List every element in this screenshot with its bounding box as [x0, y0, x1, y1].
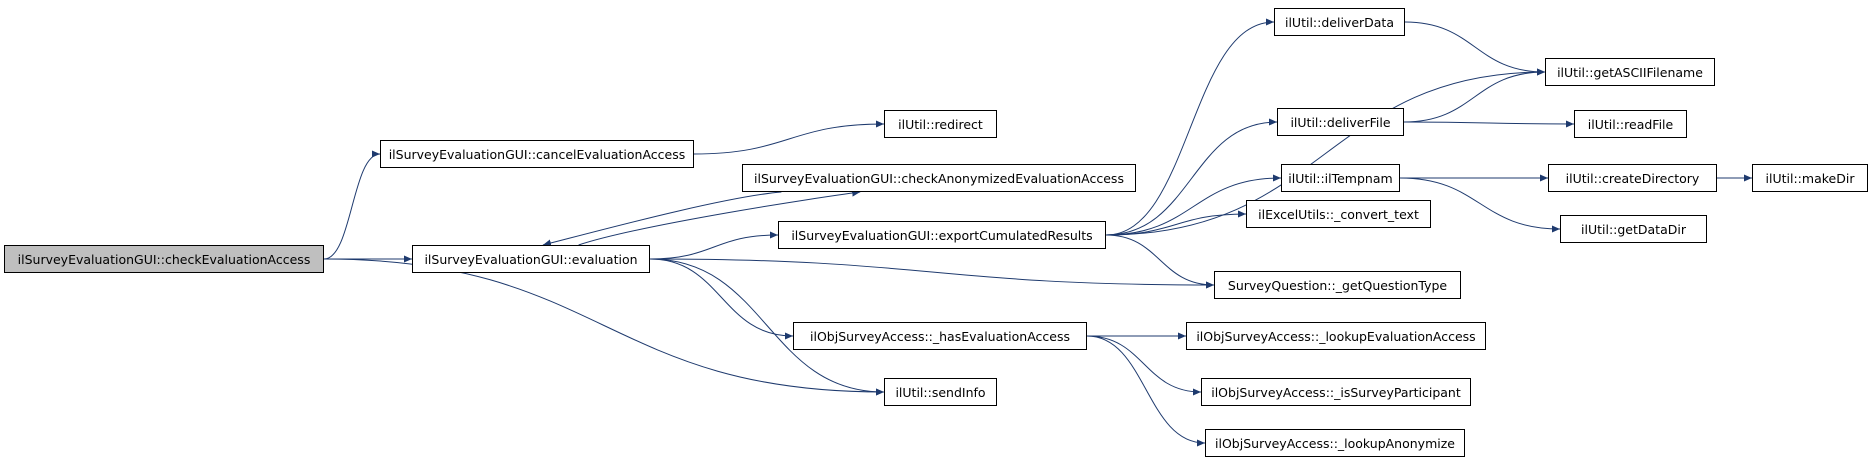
- edge-n6-n9: [1105, 18, 1275, 236]
- node-label: ilExcelUtils::_convert_text: [1258, 206, 1419, 222]
- node-label: ilUtil::makeDir: [1765, 170, 1855, 186]
- edge-n7-n20: [1086, 335, 1206, 447]
- edge-n6-n8: [1105, 234, 1215, 289]
- node-ilutil-sendinfo[interactable]: ilUtil::sendInfo: [884, 378, 997, 406]
- edge-n2-n5: [578, 189, 861, 246]
- node-ilobjsurveyaccess-lookupevaluationaccess[interactable]: ilObjSurveyAccess::_lookupEvaluationAcce…: [1186, 322, 1486, 350]
- node-ilexcelutils-convert-text[interactable]: ilExcelUtils::_convert_text: [1246, 200, 1431, 228]
- edge-n5-n2: [542, 191, 782, 247]
- edge-n6-n13: [1105, 174, 1282, 236]
- node-ilutil-readfile[interactable]: ilUtil::readFile: [1574, 110, 1687, 138]
- edge-n13-n16: [1399, 177, 1561, 233]
- node-label: ilUtil::getASCIIFilename: [1557, 64, 1703, 80]
- node-label: ilSurveyEvaluationGUI::cancelEvaluationA…: [388, 146, 686, 162]
- edge-n7-n19: [1086, 335, 1202, 396]
- edge-n0-n1: [323, 150, 381, 260]
- node-ilutil-getasciifilename[interactable]: ilUtil::getASCIIFilename: [1545, 58, 1715, 86]
- edge-n11-n10: [1403, 68, 1546, 123]
- node-label: ilObjSurveyAccess::_lookupAnonymize: [1215, 435, 1455, 451]
- node-ilsurveyevaluationgui-cancelevaluationaccess[interactable]: ilSurveyEvaluationGUI::cancelEvaluationA…: [380, 140, 694, 168]
- edge-n2-n6: [649, 231, 779, 260]
- edge-n6-n10: [1105, 68, 1546, 236]
- node-label: ilSurveyEvaluationGUI::exportCumulatedRe…: [791, 227, 1093, 243]
- node-ilutil-iltempnam[interactable]: ilUtil::ilTempnam: [1281, 164, 1400, 192]
- node-label: ilUtil::ilTempnam: [1288, 170, 1393, 186]
- node-ilutil-getdatadir[interactable]: ilUtil::getDataDir: [1560, 215, 1707, 243]
- edge-n2-n3: [649, 258, 885, 396]
- node-ilutil-redirect[interactable]: ilUtil::redirect: [884, 110, 997, 138]
- node-label: ilUtil::deliverFile: [1290, 114, 1391, 130]
- node-label: ilUtil::deliverData: [1284, 14, 1394, 30]
- node-ilsurveyevaluationgui-evaluation[interactable]: ilSurveyEvaluationGUI::evaluation: [412, 245, 650, 273]
- node-ilutil-createdirectory[interactable]: ilUtil::createDirectory: [1548, 164, 1717, 192]
- node-label: ilUtil::getDataDir: [1581, 221, 1686, 237]
- node-ilobjsurveyaccess-lookupanonymize[interactable]: ilObjSurveyAccess::_lookupAnonymize: [1205, 429, 1465, 457]
- edge-n11-n12: [1403, 120, 1575, 128]
- node-ilutil-makedir[interactable]: ilUtil::makeDir: [1752, 164, 1868, 192]
- node-label: SurveyQuestion::_getQuestionType: [1227, 277, 1448, 293]
- node-ilobjsurveyaccess-issurveyparticipant[interactable]: ilObjSurveyAccess::_isSurveyParticipant: [1201, 378, 1471, 406]
- edge-n1-n4: [693, 120, 885, 155]
- edge-n6-n11: [1105, 118, 1278, 236]
- node-surveyquestion-getquestiontype[interactable]: SurveyQuestion::_getQuestionType: [1214, 271, 1461, 299]
- node-label: ilUtil::redirect: [898, 116, 983, 132]
- edge-n2-n7: [649, 258, 794, 340]
- node-ilsurveyevaluationgui-exportcumulatedresults[interactable]: ilSurveyEvaluationGUI::exportCumulatedRe…: [778, 221, 1106, 249]
- node-ilsurveyevaluationgui-checkevaluationaccess: ilSurveyEvaluationGUI::checkEvaluationAc…: [4, 245, 324, 273]
- node-label: ilUtil::createDirectory: [1565, 170, 1700, 186]
- node-label: ilSurveyEvaluationGUI::checkAnonymizedEv…: [754, 170, 1124, 186]
- node-label: ilSurveyEvaluationGUI::checkEvaluationAc…: [17, 251, 311, 267]
- node-label: ilSurveyEvaluationGUI::evaluation: [424, 251, 638, 267]
- edge-n2-n8: [649, 258, 1215, 289]
- node-ilutil-deliverdata[interactable]: ilUtil::deliverData: [1274, 8, 1405, 36]
- node-label: ilObjSurveyAccess::_hasEvaluationAccess: [810, 328, 1070, 344]
- edge-n9-n10: [1404, 21, 1546, 76]
- node-ilsurveyevaluationgui-checkanonymizedevaluationaccess[interactable]: ilSurveyEvaluationGUI::checkAnonymizedEv…: [742, 164, 1136, 192]
- edge-n6-n17: [1105, 210, 1247, 236]
- node-label: ilUtil::readFile: [1587, 116, 1674, 132]
- node-label: ilObjSurveyAccess::_lookupEvaluationAcce…: [1196, 328, 1476, 344]
- node-ilobjsurveyaccess-hasevaluationaccess[interactable]: ilObjSurveyAccess::_hasEvaluationAccess: [793, 322, 1087, 350]
- node-label: ilUtil::sendInfo: [895, 384, 986, 400]
- node-label: ilObjSurveyAccess::_isSurveyParticipant: [1211, 384, 1461, 400]
- node-ilutil-deliverfile[interactable]: ilUtil::deliverFile: [1277, 108, 1404, 136]
